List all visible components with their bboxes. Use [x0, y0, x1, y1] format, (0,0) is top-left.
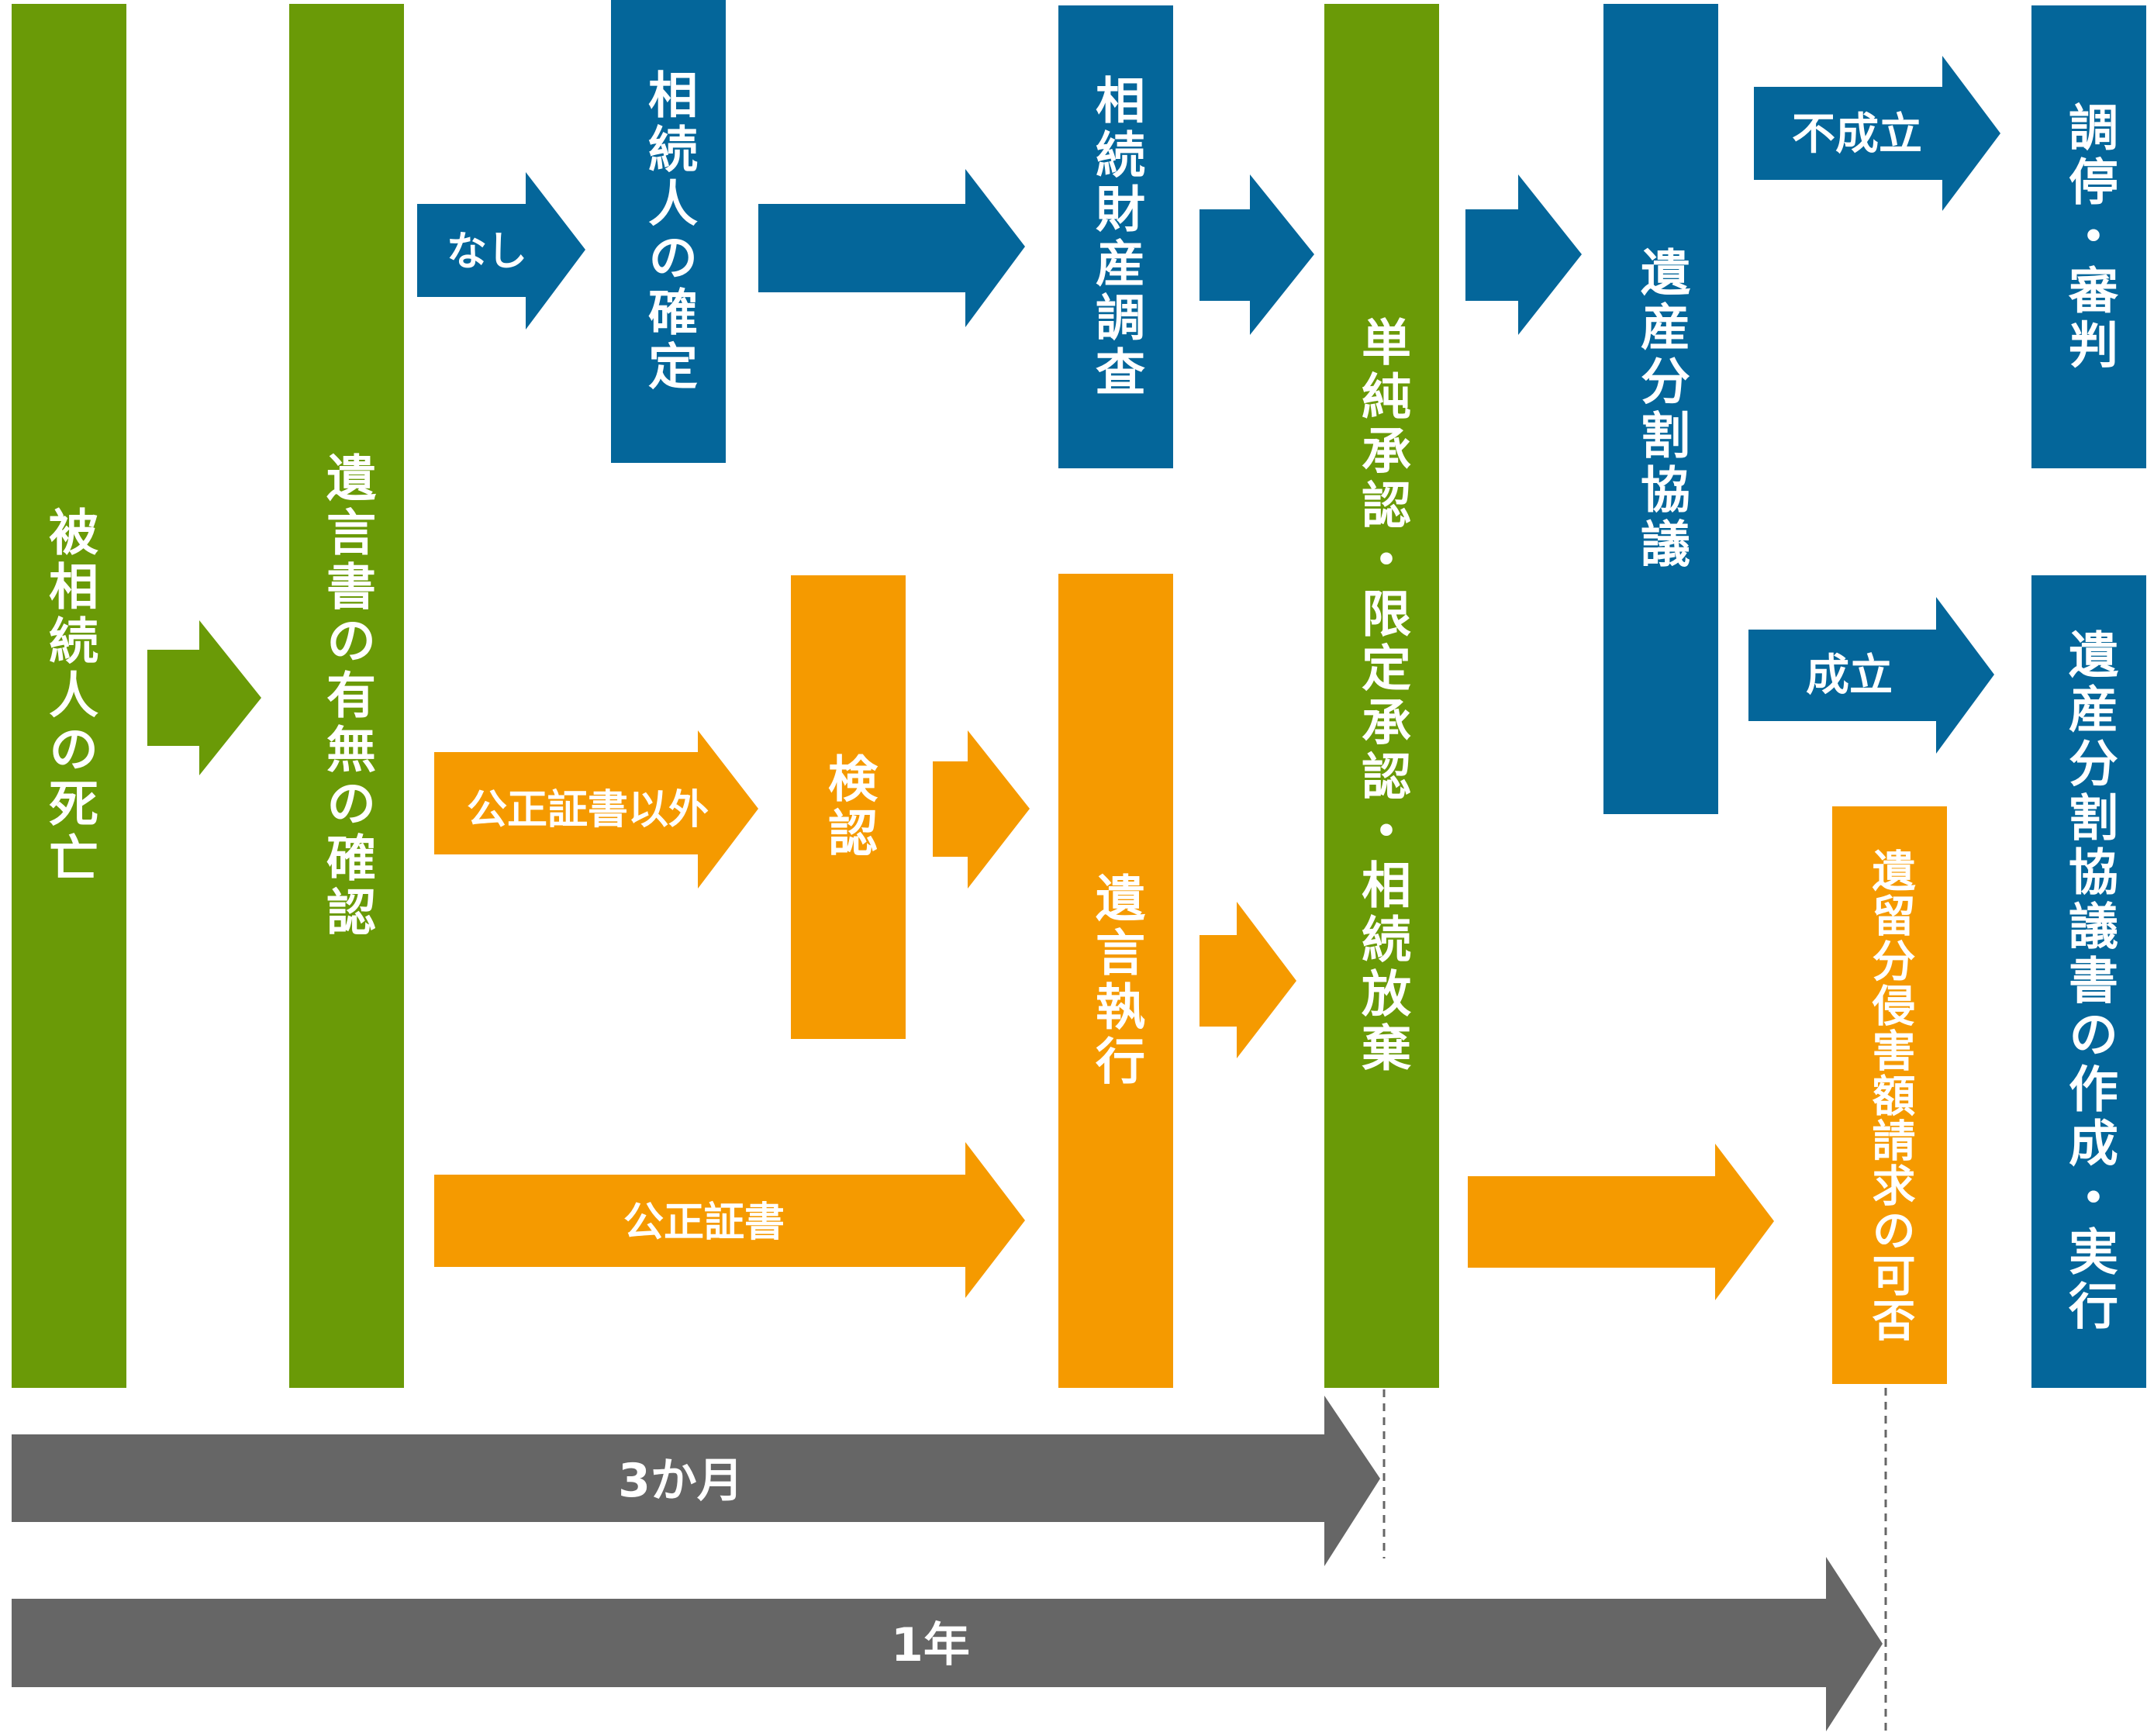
- arrow-death-to-will: [147, 620, 261, 775]
- box-mediation-judgment-label: 調停・審判: [2060, 101, 2118, 373]
- box-probate: 検認: [791, 575, 906, 1039]
- arrow-none: [417, 172, 585, 330]
- arrow-failed-label: 不成立: [1792, 109, 1922, 160]
- arrow-failed: [1754, 56, 2000, 211]
- box-reserved-share-claim-label: 遺留分侵害額請求の可否: [1865, 847, 1915, 1343]
- box-division-document-label: 遺産分割協議書の作成・実行: [2060, 629, 2118, 1334]
- box-asset-survey: 相続財産調査: [1058, 5, 1173, 468]
- arrow-one-year: [12, 1557, 1883, 1731]
- arrow-success-label: 成立: [1806, 651, 1893, 701]
- arrow-acceptance-to-reserved: [1468, 1144, 1774, 1300]
- box-asset-survey-label: 相続財産調査: [1087, 74, 1144, 400]
- box-mediation-judgment: 調停・審判: [2031, 5, 2146, 468]
- box-acceptance-options-label: 単純承認・限定承認・相続放棄: [1353, 316, 1410, 1076]
- arrow-one-year-label: 1年: [891, 1618, 970, 1672]
- box-division-talks: 遺産分割協議: [1603, 4, 1718, 814]
- box-decedent-death-label: 被相続人の死亡: [40, 506, 98, 886]
- arrow-none-label: なし: [447, 229, 527, 275]
- arrow-heir-to-survey: [758, 169, 1025, 327]
- box-probate-label: 検認: [820, 753, 877, 861]
- arrow-success: [1748, 597, 1994, 754]
- arrow-execution-to-acceptance: [1199, 902, 1296, 1058]
- box-will-execution: 遺言執行: [1058, 574, 1173, 1388]
- arrow-non-notarial-label: 公正証書以外: [467, 787, 709, 833]
- box-acceptance-options: 単純承認・限定承認・相続放棄: [1324, 4, 1439, 1388]
- box-will-check-label: 遺言書の有無の確認: [318, 451, 375, 940]
- arrow-three-months: [12, 1396, 1380, 1566]
- arrow-non-notarial: [434, 730, 758, 889]
- box-will-execution-label: 遺言執行: [1087, 872, 1144, 1089]
- arrow-three-months-label: 3か月: [618, 1454, 744, 1508]
- arrow-notarial-label: 公正証書: [623, 1199, 785, 1246]
- box-will-check: 遺言書の有無の確認: [289, 4, 404, 1388]
- box-heir-confirmation: 相続人の確定: [611, 0, 726, 463]
- box-decedent-death: 被相続人の死亡: [12, 4, 126, 1388]
- box-reserved-share-claim: 遺留分侵害額請求の可否: [1832, 806, 1947, 1384]
- arrow-probate-to-execution: [933, 730, 1030, 889]
- box-heir-confirmation-label: 相続人の確定: [640, 68, 697, 395]
- arrow-survey-to-acceptance: [1199, 174, 1314, 335]
- box-division-document: 遺産分割協議書の作成・実行: [2031, 575, 2146, 1388]
- arrow-acceptance-to-talks: [1465, 174, 1582, 335]
- arrow-notarial: [434, 1142, 1025, 1298]
- box-division-talks-label: 遺産分割協議: [1632, 246, 1690, 572]
